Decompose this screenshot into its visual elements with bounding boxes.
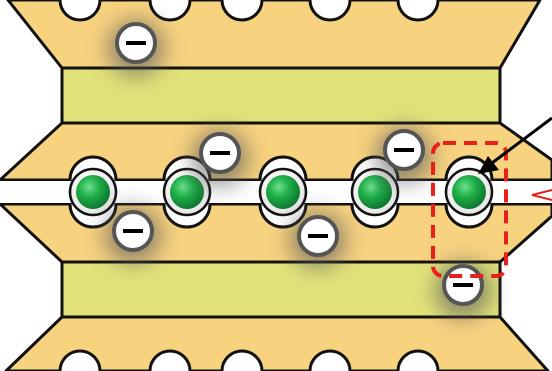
anion-1 <box>108 20 164 76</box>
top-electrode <box>60 66 502 125</box>
cation-4 <box>350 167 400 217</box>
anion-4 <box>105 207 161 263</box>
anion-6 <box>435 262 491 318</box>
cation-1 <box>68 167 118 217</box>
cation-3 <box>258 167 308 217</box>
bottom-electrode <box>60 260 502 319</box>
pointer-arrow <box>478 116 552 174</box>
anion-3 <box>376 127 432 183</box>
cation-group <box>68 167 494 217</box>
anion-5 <box>290 212 346 268</box>
highlight-box <box>431 141 508 278</box>
red-marker <box>531 189 552 201</box>
anion-2 <box>192 130 248 186</box>
cation-2 <box>162 167 212 217</box>
top-outer-layer <box>6 0 542 70</box>
bottom-outer-layer <box>4 315 550 371</box>
cation-5 <box>444 167 494 217</box>
anion-group <box>105 20 491 318</box>
